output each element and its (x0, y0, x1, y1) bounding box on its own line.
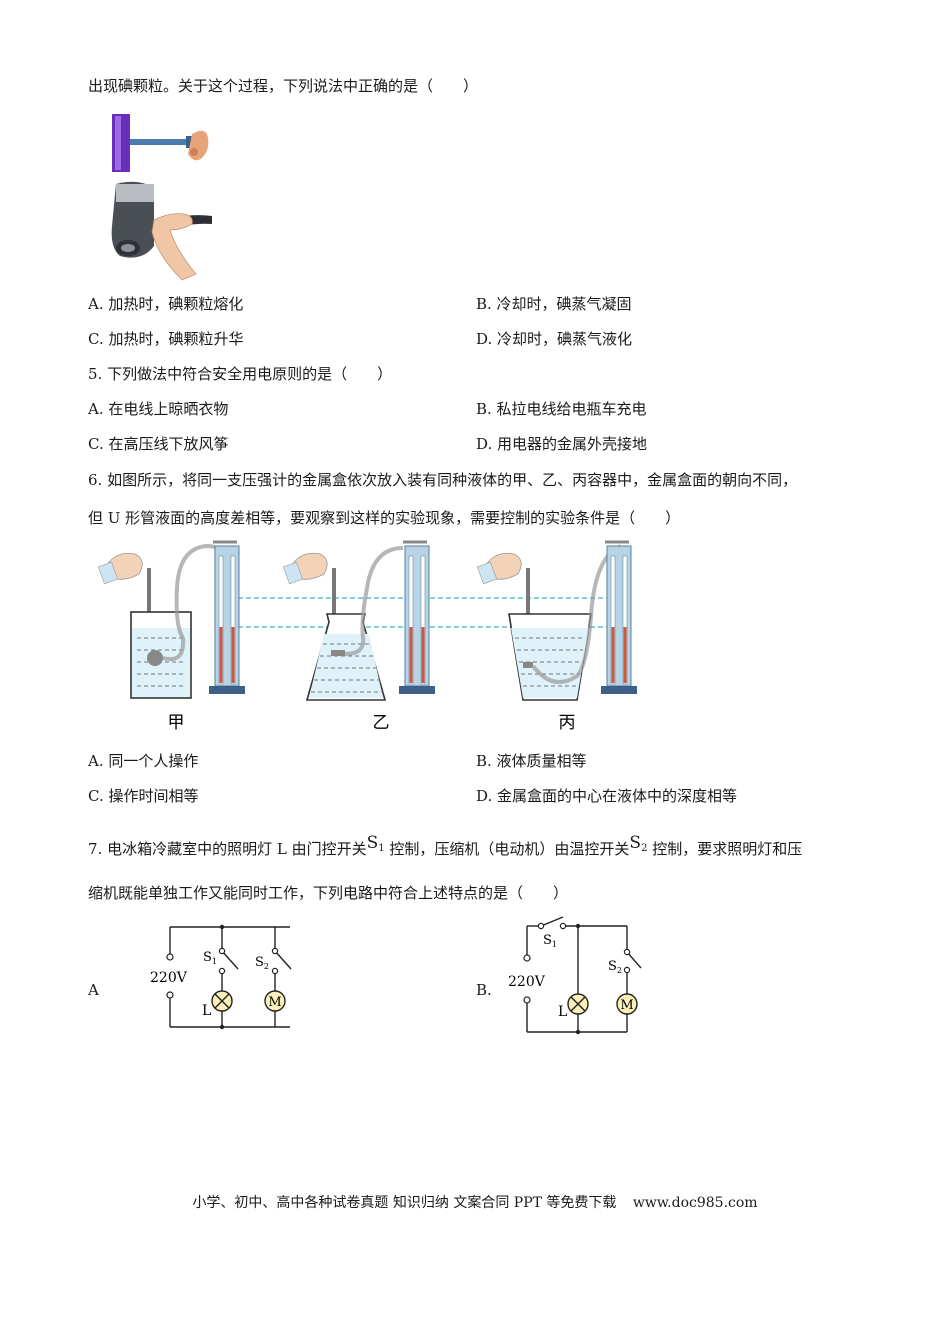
q6-stem-line1: 6. 如图所示，将同一支压强计的金属盒依次放入装有同种液体的甲、乙、丙容器中，金… (88, 471, 798, 489)
voltage-label-b: 220V (508, 974, 546, 990)
switch-s1-label: S1 (203, 950, 217, 966)
q5-option-d: D. 用电器的金属外壳接地 (476, 435, 648, 453)
motor-label: M (268, 995, 281, 1010)
circuit-b: M 220V L S1 S2 (508, 916, 642, 1035)
switch-s1-label-b: S1 (543, 933, 557, 949)
switch-s2-label: S2 (255, 955, 269, 971)
q6-option-b: B. 液体质量相等 (476, 752, 587, 770)
q4-option-b: B. 冷却时，碘蒸气凝固 (476, 295, 632, 313)
label-bing: 丙 (559, 713, 576, 733)
pressure-gauge-figure: 甲 乙 (97, 540, 637, 733)
q6-stem-line2: 但 U 形管液面的高度差相等，要观察到这样的实验现象，需要控制的实验条件是（ ） (88, 509, 681, 527)
q6-option-d: D. 金属盒面的中心在液体中的深度相等 (476, 787, 738, 805)
iodine-heating-figure (111, 114, 212, 281)
q5-option-c: C. 在高压线下放风筝 (88, 435, 229, 453)
label-jia: 甲 (168, 713, 185, 733)
switch-s2-label-b: S2 (608, 959, 622, 975)
q4-option-a: A. 加热时，碘颗粒熔化 (88, 295, 244, 313)
q6-option-a: A. 同一个人操作 (88, 752, 199, 770)
q6-option-c: C. 操作时间相等 (88, 787, 199, 805)
q7-stem-line1: 7. 电冰箱冷藏室中的照明灯 L 由门控开关S1 控制，压缩机（电动机）由温控开… (88, 833, 803, 858)
lamp-label-b: L (558, 1004, 567, 1020)
setup-bing (476, 540, 637, 701)
q4-option-c: C. 加热时，碘颗粒升华 (88, 330, 244, 348)
footer-promo-text: 小学、初中、高中各种试卷真题 知识归纳 文案合同 PPT 等免费下载 (192, 1195, 617, 1211)
setup-jia (97, 540, 245, 699)
q4-stem-tail: 出现碘颗粒。关于这个过程，下列说法中正确的是（ ） (88, 77, 479, 95)
motor-label-b: M (620, 998, 633, 1013)
q4-option-d: D. 冷却时，碘蒸气液化 (476, 330, 633, 348)
q5-stem: 5. 下列做法中符合安全用电原则的是（ ） (88, 365, 393, 383)
label-yi: 乙 (373, 713, 390, 733)
circuit-a: M 220V L S1 S2 (150, 924, 292, 1030)
lamp-label: L (202, 1003, 211, 1019)
voltage-label: 220V (150, 970, 188, 986)
footer-site-link[interactable]: www.doc985.com (632, 1195, 758, 1211)
q7-option-b-label: B. (476, 981, 492, 999)
setup-yi (282, 540, 435, 701)
q5-option-a: A. 在电线上晾晒衣物 (88, 400, 229, 418)
q7-option-a-label: A (88, 981, 99, 999)
q5-option-b: B. 私拉电线给电瓶车充电 (476, 400, 647, 418)
page-footer: 小学、初中、高中各种试卷真题 知识归纳 文案合同 PPT 等免费下载 www.d… (0, 1192, 950, 1212)
q7-stem-line2: 缩机既能单独工作又能同时工作，下列电路中符合上述特点的是（ ） (88, 884, 569, 902)
